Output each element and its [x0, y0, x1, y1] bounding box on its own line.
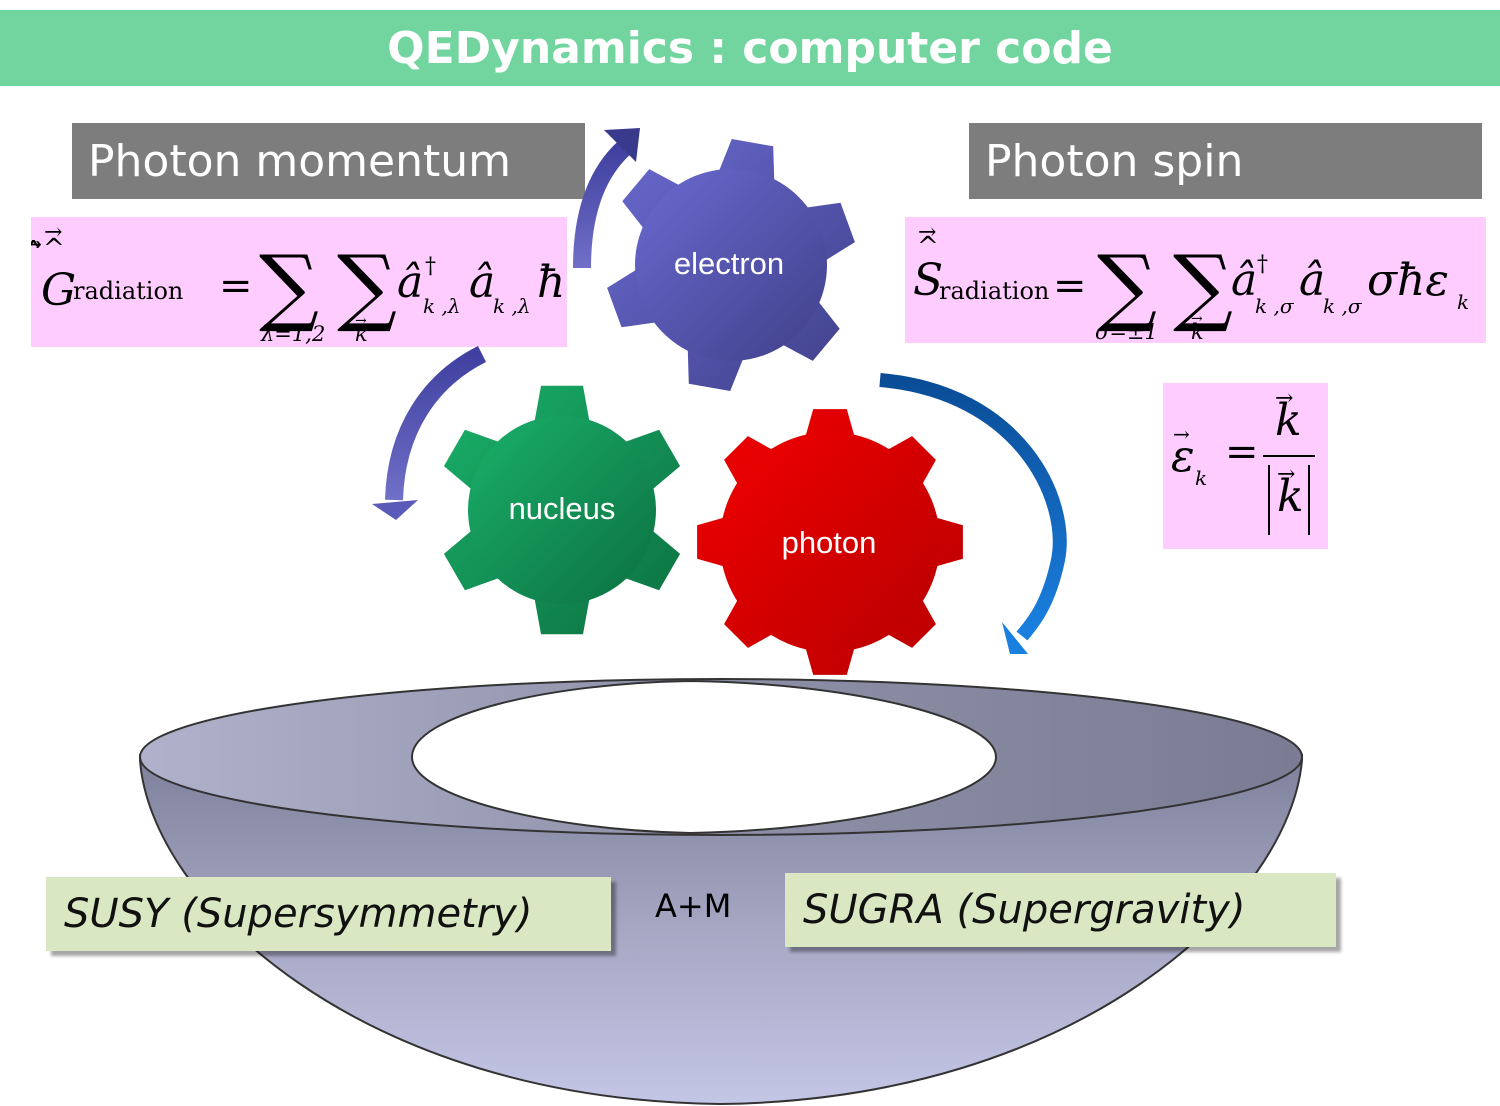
susy-label: SUSY (Supersymmetry) — [46, 877, 611, 951]
photon-momentum-formula-svg: G ̂⃗ ^ → radiation = ∑ λ=1,2 ∑ k → â † k… — [26, 220, 592, 346]
photon-gear — [697, 409, 963, 675]
g-sum1-limit: λ=1,2 — [260, 322, 325, 346]
g-equals: = — [219, 263, 253, 309]
eps-subscript: k — [1195, 466, 1207, 490]
photon-spin-formula: S ^ → radiation = ∑ σ=±1 ∑ k → â † k ,σ … — [905, 217, 1486, 344]
a-dagger-operator: â — [397, 257, 423, 308]
photon-spin-formula-svg: S ^ → radiation = ∑ σ=±1 ∑ k → â † k ,σ … — [913, 220, 1469, 344]
a-subscript: k ,λ — [493, 294, 531, 318]
sum-icon-1: ∑ — [259, 237, 319, 335]
sum-icon-4: ∑ — [1173, 237, 1233, 335]
sum-icon-3: ∑ — [1097, 237, 1157, 335]
arrowhead-bowl-icon — [1002, 622, 1028, 654]
g-symbol: G — [41, 265, 76, 316]
a-dagger-subscript: k ,λ — [423, 294, 461, 318]
sigma-hbar-epsilon: σħε — [1367, 255, 1449, 306]
sum-icon-2: ∑ — [337, 237, 397, 335]
polarization-formula: ε → k = k → k → — [1163, 383, 1328, 549]
eps-denominator: k — [1277, 471, 1304, 522]
bowl-opening — [410, 679, 998, 835]
polarization-formula-svg: ε → k = k → k → — [1171, 386, 1315, 535]
arrowhead-electron-icon — [604, 128, 640, 162]
slide-title: QEDynamics : computer code — [0, 10, 1500, 86]
photon-momentum-label: Photon momentum — [72, 123, 585, 199]
gear-electron-hub — [635, 169, 827, 361]
electron-gear — [607, 139, 855, 391]
s-subscript: radiation — [939, 277, 1049, 305]
eps-equals: = — [1225, 429, 1259, 475]
s-dagger-icon: † — [1257, 252, 1268, 277]
epsilon-k-subscript: k — [1457, 290, 1469, 314]
g-subscript: radiation — [73, 277, 183, 305]
eps-den-arrow-icon: → — [1277, 462, 1295, 487]
photon-label: photon — [782, 525, 877, 560]
eps-numerator: k — [1275, 395, 1302, 446]
s-sum1-limit: σ=±1 — [1095, 320, 1158, 343]
eps-num-arrow-icon: → — [1275, 386, 1293, 411]
s-sum2-limit: k — [1191, 320, 1204, 343]
eps-symbol: ε — [1171, 431, 1195, 482]
eps-arrow-icon: → — [1173, 422, 1190, 446]
s-a-operator: â — [1299, 255, 1325, 306]
center-label: A+M — [655, 887, 732, 925]
arrow-electron-to-bowl — [879, 373, 1067, 641]
dagger-icon: † — [425, 254, 436, 279]
a-operator: â — [469, 257, 495, 308]
s-a-dagger-subscript: k ,σ — [1255, 294, 1295, 318]
nucleus-gear — [443, 385, 681, 635]
s-sum2-arrow: → — [1191, 311, 1203, 327]
g-sum2-limit: k — [355, 322, 368, 346]
s-arrow-icon: → — [918, 220, 936, 245]
arrow-electron-to-nucleus — [385, 345, 487, 501]
g-sum2-arrow: → — [355, 313, 367, 329]
photon-momentum-formula: G ̂⃗ ^ → radiation = ∑ λ=1,2 ∑ k → â † k… — [26, 217, 592, 347]
s-a-dagger-operator: â — [1231, 255, 1257, 306]
s-a-subscript: k ,σ — [1323, 294, 1363, 318]
arrowhead-nucleus-icon — [372, 500, 418, 520]
g-hat-icon: ^ — [43, 234, 65, 264]
electron-label: electron — [674, 246, 784, 281]
s-equals: = — [1053, 263, 1087, 309]
arrow-nucleus-to-electron — [573, 141, 631, 269]
gear-photon-hub — [720, 432, 940, 652]
nucleus-label: nucleus — [509, 491, 616, 526]
sugra-label: SUGRA (Supergravity) — [785, 873, 1336, 947]
s-hat-icon: ^ — [917, 232, 939, 262]
s-symbol: S — [913, 255, 943, 306]
g-arrow-icon: → — [44, 220, 62, 245]
gear-nucleus-hub — [468, 416, 656, 604]
photon-spin-label: Photon spin — [969, 123, 1482, 199]
